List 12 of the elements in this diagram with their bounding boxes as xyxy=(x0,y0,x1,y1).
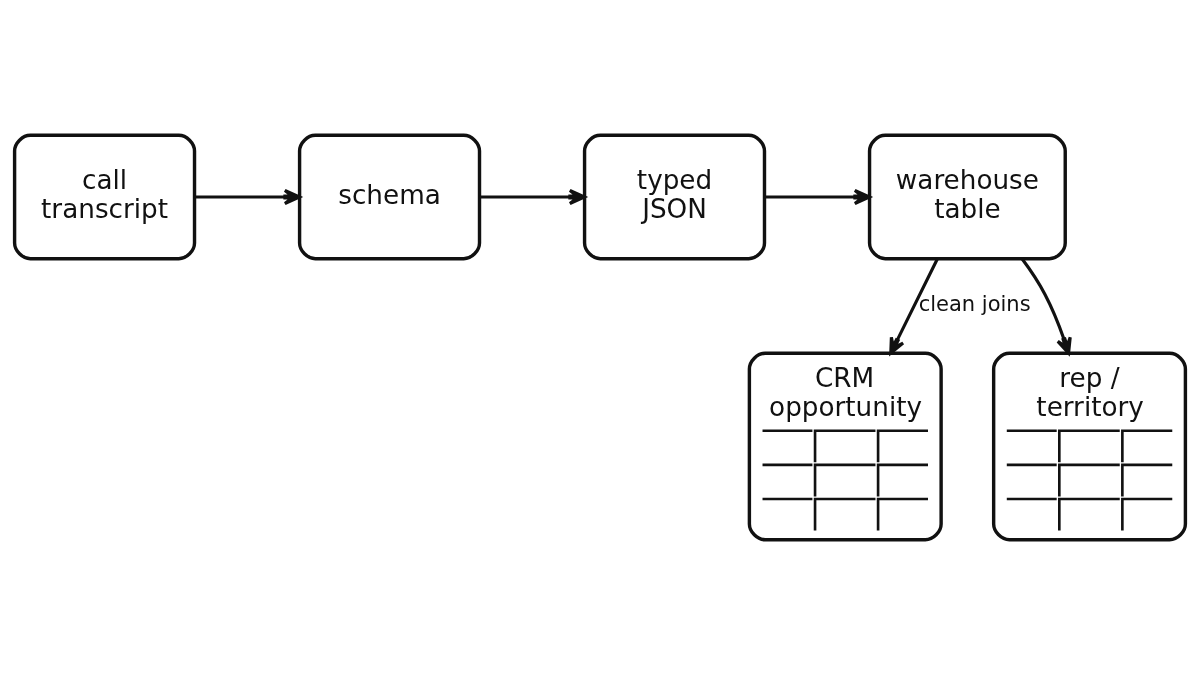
arrow xyxy=(1020,257,1072,355)
node-box: schema xyxy=(297,133,482,261)
arrow xyxy=(194,188,301,206)
node-box: call transcript xyxy=(12,133,197,261)
edge-label: clean joins xyxy=(918,290,1031,316)
arrow xyxy=(479,188,586,206)
arrow xyxy=(889,258,939,355)
node-box: CRM opportunity xyxy=(747,351,943,542)
node-box: warehouse table xyxy=(867,133,1067,261)
node-box: typed JSON xyxy=(582,133,767,261)
node-box: rep / territory xyxy=(991,351,1188,542)
arrow xyxy=(764,188,871,206)
